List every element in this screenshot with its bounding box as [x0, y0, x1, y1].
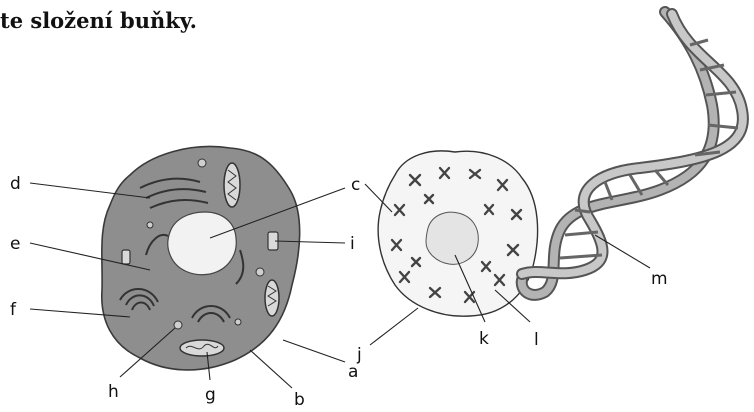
dna-strand-fill: [522, 12, 714, 295]
label-d: d: [10, 174, 21, 194]
leader-line-b: [250, 350, 292, 388]
dna-double-helix: [522, 12, 743, 295]
mitochondrion: [180, 340, 224, 356]
label-a: a: [348, 362, 358, 382]
label-e: e: [10, 234, 20, 254]
mitochondrion: [224, 163, 240, 207]
label-b: b: [294, 390, 305, 410]
nucleus: [168, 212, 236, 275]
nucleus-enlarged: [378, 151, 537, 316]
leader-line-j: [370, 308, 418, 345]
label-j: j: [356, 345, 362, 365]
label-g: g: [205, 385, 216, 405]
label-c: c: [351, 175, 360, 195]
leader-line-a: [283, 340, 345, 362]
animal-cell: [102, 147, 300, 370]
label-f: f: [10, 300, 17, 320]
label-m: m: [651, 269, 668, 289]
label-k: k: [479, 329, 489, 349]
label-h: h: [108, 382, 119, 402]
mitochondrion: [265, 280, 279, 316]
nucleolus: [426, 212, 478, 264]
label-l: l: [534, 330, 539, 350]
label-i: i: [350, 234, 355, 254]
